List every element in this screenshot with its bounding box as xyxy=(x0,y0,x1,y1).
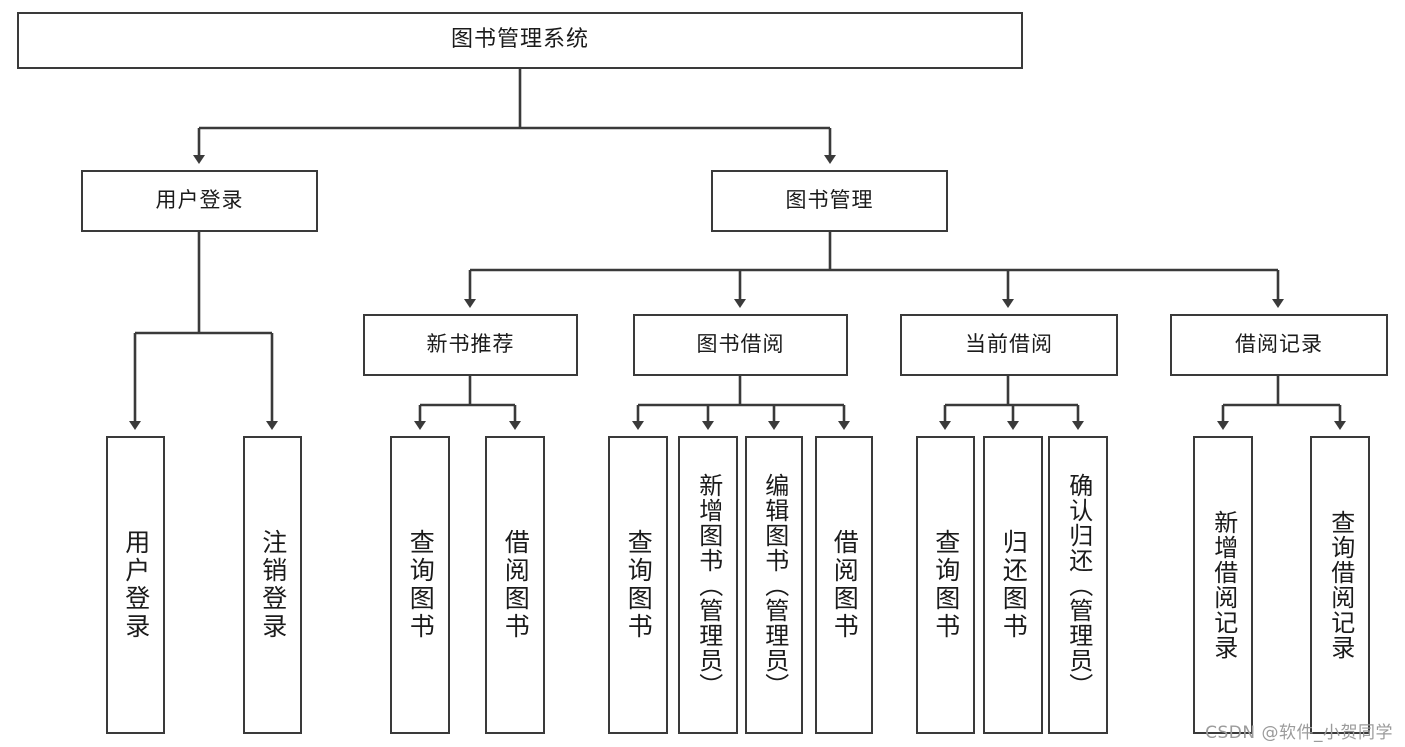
node-label: 新书推荐 xyxy=(426,332,515,357)
leaf-record-query-borrow-record[interactable]: 查询借阅记录 xyxy=(1310,436,1370,734)
leaf-currentborrow-confirm-return-admin[interactable]: 确认归还（管理员） xyxy=(1048,436,1108,734)
node-label: 图书管理 xyxy=(785,188,874,213)
node-book-borrow[interactable]: 图书借阅 xyxy=(633,314,848,376)
node-label: 新增图书（管理员） xyxy=(694,472,723,698)
node-label: 查询图书 xyxy=(406,529,436,641)
node-label: 查询图书 xyxy=(931,529,961,641)
leaf-newbook-borrow-book[interactable]: 借阅图书 xyxy=(485,436,545,734)
node-label: 用户登录 xyxy=(155,188,244,213)
node-label: 图书管理系统 xyxy=(450,27,589,53)
node-label: 借阅图书 xyxy=(830,529,860,641)
leaf-bookborrow-add-book-admin[interactable]: 新增图书（管理员） xyxy=(678,436,738,734)
node-label: 新增借阅记录 xyxy=(1209,510,1238,660)
node-label: 查询图书 xyxy=(624,529,654,641)
leaf-user-logout[interactable]: 注销登录 xyxy=(243,436,302,734)
node-book-management[interactable]: 图书管理 xyxy=(711,170,948,232)
leaf-currentborrow-query-book[interactable]: 查询图书 xyxy=(916,436,975,734)
watermark: CSDN @软件_小贺同学 xyxy=(1205,723,1393,743)
leaf-record-add-borrow-record[interactable]: 新增借阅记录 xyxy=(1193,436,1253,734)
leaf-currentborrow-return-book[interactable]: 归还图书 xyxy=(983,436,1043,734)
node-label: 确认归还（管理员） xyxy=(1064,472,1093,698)
node-label: 图书借阅 xyxy=(696,332,785,357)
node-label: 注销登录 xyxy=(258,529,288,641)
node-label: 用户登录 xyxy=(121,529,151,641)
node-borrow-record[interactable]: 借阅记录 xyxy=(1170,314,1388,376)
leaf-user-login[interactable]: 用户登录 xyxy=(106,436,165,734)
node-label: 借阅记录 xyxy=(1235,332,1323,357)
node-root-system[interactable]: 图书管理系统 xyxy=(17,12,1023,69)
node-user-login[interactable]: 用户登录 xyxy=(81,170,318,232)
node-label: 当前借阅 xyxy=(965,332,1053,357)
leaf-newbook-query-book[interactable]: 查询图书 xyxy=(390,436,450,734)
node-label: 归还图书 xyxy=(999,529,1029,641)
node-new-book-recommend[interactable]: 新书推荐 xyxy=(363,314,578,376)
node-label: 编辑图书（管理员） xyxy=(760,472,789,698)
leaf-bookborrow-edit-book-admin[interactable]: 编辑图书（管理员） xyxy=(745,436,803,734)
leaf-bookborrow-borrow-book[interactable]: 借阅图书 xyxy=(815,436,873,734)
node-current-borrow[interactable]: 当前借阅 xyxy=(900,314,1118,376)
leaf-bookborrow-query-book[interactable]: 查询图书 xyxy=(608,436,668,734)
node-label: 借阅图书 xyxy=(501,529,531,641)
node-label: 查询借阅记录 xyxy=(1326,510,1355,660)
